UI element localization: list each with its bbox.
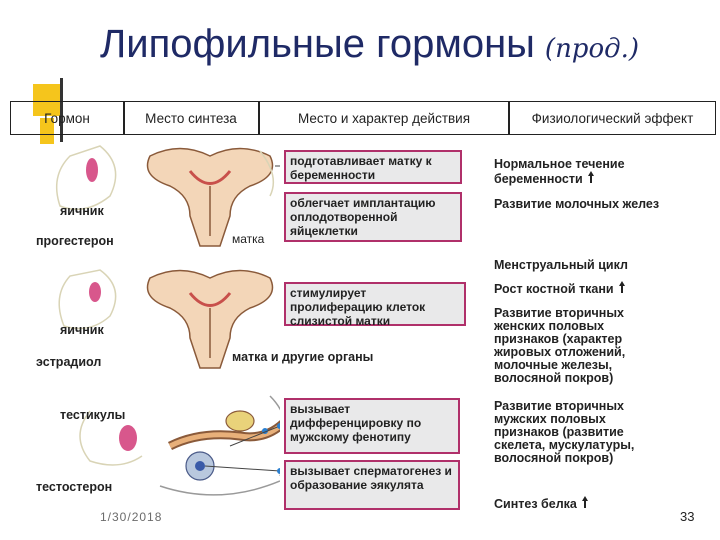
action-box: стимулирует пролиферацию клеток слизисто… [284, 282, 466, 328]
header-divider [258, 102, 260, 134]
male-tract-drawing [159, 395, 280, 496]
action-box: вызывает дифференцировку по мужскому фен… [284, 398, 460, 454]
header-synthesis-site: Место синтеза [145, 110, 237, 126]
action-box: вызывает сперматогенез и образование эяк… [284, 460, 460, 510]
organ-label: тестикулы [60, 408, 126, 422]
effect-item: Синтез белка [494, 496, 664, 511]
arrow-up-icon [581, 496, 589, 511]
header-effect: Физиологический эффект [531, 110, 694, 126]
effect-item: Развитие вторичных женских половых призн… [494, 306, 626, 385]
ovary-drawing-2 [58, 269, 117, 330]
header-action: Место и характер действия [297, 110, 471, 126]
header-divider [508, 102, 510, 134]
organ-label: яичник [60, 323, 104, 337]
anatomy-illustration [55, 145, 280, 496]
effect-item: Рост костной ткани [494, 281, 664, 296]
effect-item: Менструальный цикл [494, 258, 628, 272]
effect-item: Развитие молочных желез [494, 197, 660, 211]
action-box: подготавливает матку к беременности [284, 150, 462, 184]
effect-text: Синтез белка [494, 497, 577, 511]
header-divider [123, 102, 125, 134]
ovary-drawing-1 [55, 145, 117, 211]
title-suffix: (прод.) [544, 34, 639, 64]
decor-yellow-square [33, 84, 61, 116]
connector-dot [277, 468, 280, 474]
uterus-drawing-2 [146, 269, 274, 369]
hormone-label: эстрадиол [36, 355, 102, 369]
action-box: облегчает имплантацию оплодотворенной яй… [284, 192, 462, 242]
footer-date: 1/30/2018 [100, 510, 163, 524]
arrow-up-icon [587, 171, 595, 186]
target-label: матка [232, 232, 265, 246]
testis-drawing [79, 410, 143, 466]
effect-item: Развитие вторичных мужских половых призн… [494, 399, 635, 465]
table-header: Гормон Место синтеза Место и характер де… [10, 101, 716, 135]
connector-dot [277, 423, 280, 429]
effect-text: Нормальное течение беременности [494, 157, 625, 186]
title-main: Липофильные гормоны [100, 22, 535, 66]
decor-vertical-line [60, 78, 63, 142]
hormone-label: тестостерон [36, 480, 113, 494]
decor-yellow-bar [40, 118, 54, 144]
uterus-drawing-1 [146, 147, 275, 247]
page-number: 33 [680, 509, 695, 524]
arrow-up-icon [618, 281, 626, 296]
organ-label: яичник [60, 204, 104, 218]
effect-text: Рост костной ткани [494, 282, 614, 296]
slide-title: Липофильные гормоны (прод.) [100, 22, 639, 67]
effect-item: Нормальное течение беременности [494, 158, 654, 186]
header-hormone: Гормон [44, 110, 90, 126]
target-label: матка и другие органы [232, 350, 374, 364]
hormone-label: прогестерон [36, 234, 114, 248]
